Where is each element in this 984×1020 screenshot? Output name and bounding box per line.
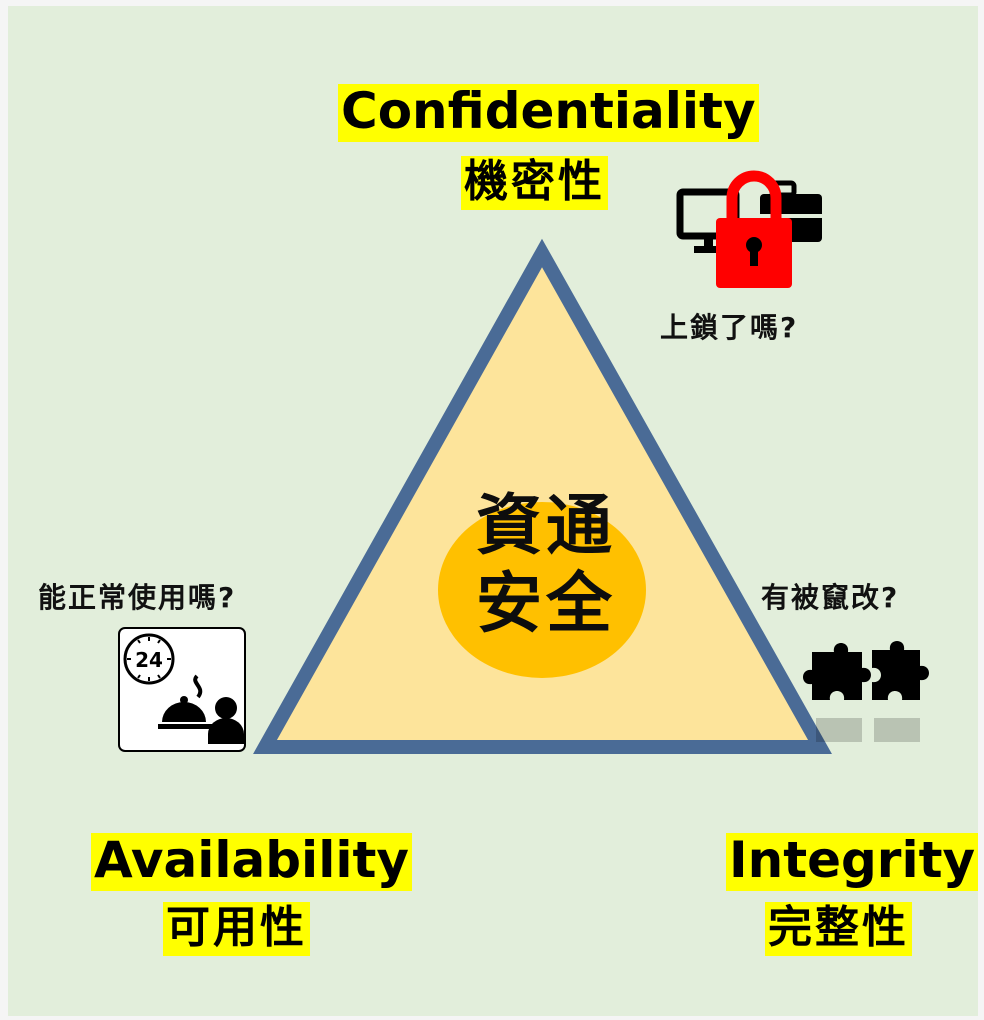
center-circle [438,502,646,678]
confidentiality-question: 上鎖了嗎? [660,311,799,344]
clock-24-service-icon: 24 [118,627,246,752]
clock-label: 24 [135,648,163,672]
puzzle-pieces-icon [803,641,929,742]
availability-label: Availability [91,833,412,891]
integrity-zh-label: 完整性 [765,902,912,956]
confidentiality-label: Confidentiality [338,84,759,142]
cia-triangle [253,238,832,754]
lock-icon [676,170,822,288]
center-title-line2: 安全 [476,564,616,642]
confidentiality-zh-label: 機密性 [461,156,608,210]
availability-zh-label: 可用性 [163,902,310,956]
integrity-question: 有被竄改? [761,581,900,614]
center-title-line1: 資通 [476,487,616,564]
integrity-label: Integrity [726,833,979,891]
availability-question: 能正常使用嗎? [38,581,237,614]
center-title: 資通 安全 [436,487,656,643]
